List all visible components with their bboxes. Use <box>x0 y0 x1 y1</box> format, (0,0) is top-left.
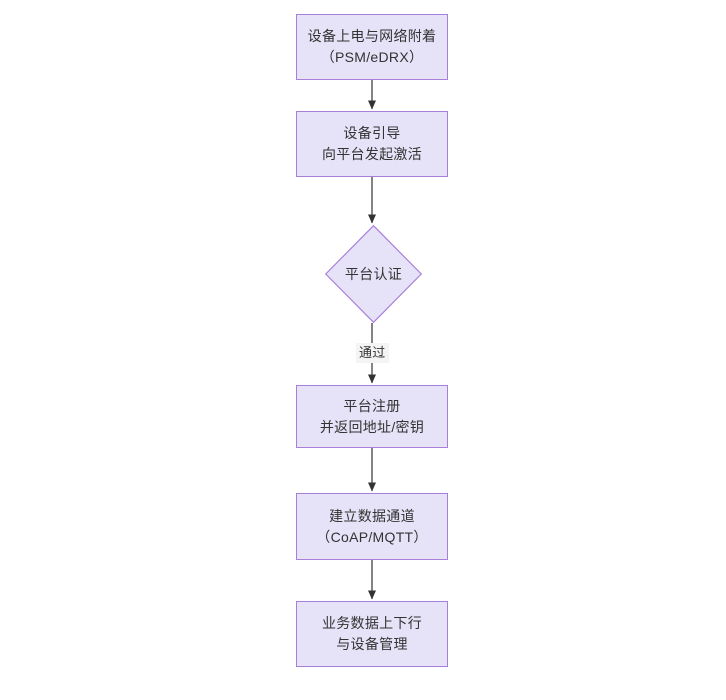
node-platform-register[interactable]: 平台注册 并返回地址/密钥 <box>296 385 448 448</box>
diamond-shape <box>325 225 422 323</box>
node-bootstrap-line1: 设备引导 <box>343 125 401 141</box>
node-business-data[interactable]: 业务数据上下行 与设备管理 <box>296 601 448 667</box>
node-platform-register-line2: 并返回地址/密钥 <box>319 418 425 435</box>
node-platform-auth-label: 平台认证 <box>344 265 403 282</box>
node-power-on-line1: 设备上电与网络附着 <box>307 28 437 44</box>
node-data-channel[interactable]: 建立数据通道 （CoAP/MQTT） <box>296 493 448 560</box>
node-power-on-line2: （PSM/eDRX） <box>320 49 424 65</box>
node-power-on[interactable]: 设备上电与网络附着 （PSM/eDRX） <box>296 14 448 80</box>
node-data-channel-line1: 建立数据通道 <box>329 507 415 524</box>
node-platform-auth[interactable]: 平台认证 <box>325 225 422 323</box>
node-business-data-line1: 业务数据上下行 <box>321 615 423 631</box>
node-bootstrap-line2: 向平台发起激活 <box>321 146 423 162</box>
node-data-channel-line2: （CoAP/MQTT） <box>316 528 428 545</box>
node-platform-register-line1: 平台注册 <box>343 397 401 414</box>
node-bootstrap[interactable]: 设备引导 向平台发起激活 <box>296 111 448 177</box>
node-business-data-line2: 与设备管理 <box>336 636 408 652</box>
edge-label-pass: 通过 <box>356 343 389 363</box>
